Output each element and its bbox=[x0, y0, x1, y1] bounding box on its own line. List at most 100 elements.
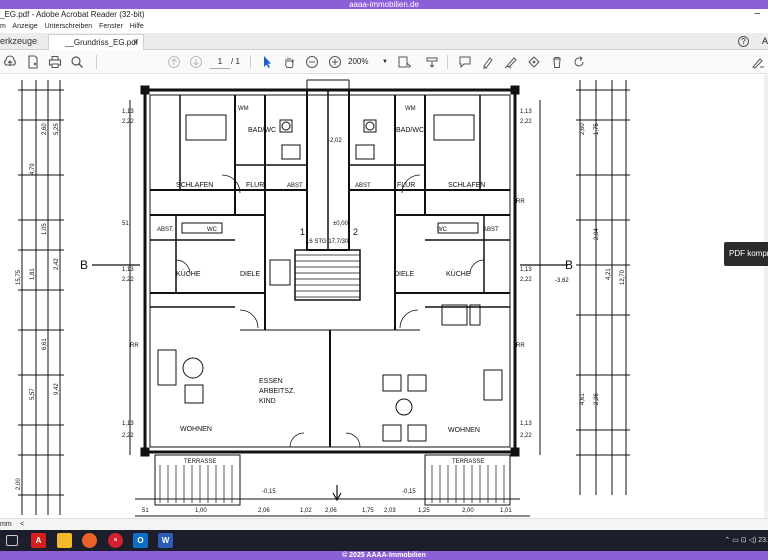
zoom-out-icon[interactable] bbox=[305, 55, 319, 69]
window-title: _EG.pdf - Adobe Acrobat Reader (32-bit) bbox=[0, 10, 145, 19]
dim-left-3: 1,05 bbox=[42, 223, 48, 235]
dim-bottom-7: 1,25 bbox=[418, 508, 430, 514]
task-view-icon[interactable] bbox=[6, 535, 18, 546]
vertical-scrollbar[interactable] bbox=[764, 75, 768, 518]
wall-mark-right-0: 1,13 bbox=[520, 109, 532, 115]
top-banner: aaaa-immobilien.de bbox=[0, 0, 768, 9]
zoom-in-icon[interactable] bbox=[328, 55, 342, 69]
page-number-input[interactable]: 1 bbox=[210, 55, 230, 69]
menu-item-anzeige[interactable]: Anzeige bbox=[12, 23, 38, 30]
highlight-icon[interactable] bbox=[481, 55, 495, 69]
pdf-compress-tooltip[interactable]: PDF kompri bbox=[724, 242, 768, 266]
room-label-diele-right: DIELE bbox=[394, 271, 415, 278]
stamp-icon[interactable] bbox=[527, 55, 541, 69]
dim-left-10: 2,00 bbox=[16, 478, 22, 490]
help-icon[interactable]: ? bbox=[738, 36, 749, 47]
scroll-left-icon[interactable]: < bbox=[20, 521, 25, 528]
dim-bottom-9: 1,01 bbox=[500, 508, 512, 514]
comment-icon[interactable] bbox=[458, 55, 472, 69]
menu-bar: m Anzeige Unterschreiben Fenster Hilfe bbox=[0, 21, 768, 33]
dim-right-3: 4,21 bbox=[606, 268, 612, 280]
upload-icon[interactable] bbox=[3, 55, 17, 69]
dim-left-1: 5,25 bbox=[54, 123, 60, 135]
rotate-icon[interactable] bbox=[572, 55, 586, 69]
room-label-abst-left-top: ABST bbox=[287, 183, 303, 189]
draw-icon[interactable] bbox=[504, 55, 518, 69]
menu-item-unterschreiben[interactable]: Unterschreiben bbox=[44, 23, 93, 30]
level-mark-bottom-right: -0,15 bbox=[402, 489, 416, 495]
fit-page-icon[interactable] bbox=[397, 55, 411, 69]
wall-mark-left-0: 1,13 bbox=[122, 109, 134, 115]
delete-icon[interactable] bbox=[550, 55, 564, 69]
page-down-icon[interactable] bbox=[189, 55, 203, 69]
dim-bottom-1: 1,00 bbox=[195, 508, 207, 514]
firefox-icon[interactable] bbox=[82, 533, 97, 548]
minimize-button[interactable]: – bbox=[754, 8, 760, 19]
room-label-kueche-left: KÜCHE bbox=[176, 270, 201, 278]
word-icon[interactable]: W bbox=[158, 533, 173, 548]
create-pdf-icon[interactable] bbox=[26, 55, 40, 69]
wall-mark-left-1: 2,22 bbox=[122, 119, 134, 125]
scroll-mode-icon[interactable] bbox=[425, 55, 439, 69]
tray-clock: 23. bbox=[758, 537, 768, 544]
horizontal-scrollbar[interactable]: mm < bbox=[0, 518, 768, 530]
room-label-abst-right-mid: ABST bbox=[483, 227, 499, 233]
bottom-banner-text: © 2025 AAAA-Immobilien bbox=[342, 552, 426, 559]
menu-item-fenster[interactable]: Fenster bbox=[99, 23, 123, 30]
search-icon[interactable] bbox=[70, 55, 84, 69]
hand-icon[interactable] bbox=[282, 55, 296, 69]
tab-tools[interactable]: erkzeuge bbox=[0, 36, 38, 46]
wall-mark-left-2: 1,13 bbox=[122, 267, 134, 273]
window-titlebar: _EG.pdf - Adobe Acrobat Reader (32-bit) … bbox=[0, 8, 768, 21]
wall-mark-left-4: 1,13 bbox=[122, 421, 134, 427]
file-explorer-icon[interactable] bbox=[57, 533, 72, 548]
room-label-terrasse-right: TERRASSE bbox=[452, 459, 484, 465]
dim-left-4: 2,42 bbox=[54, 258, 60, 270]
room-label-bad-wc-right: BAD/WC bbox=[396, 127, 424, 134]
room-label-schlafen-right: SCHLAFEN bbox=[448, 182, 485, 189]
outlook-icon[interactable]: O bbox=[133, 533, 148, 548]
dim-right-4: 12,70 bbox=[620, 269, 626, 285]
dim-bottom-3: 1,02 bbox=[300, 508, 312, 514]
room-label-abst-left-mid: ABST. bbox=[157, 227, 174, 233]
account-icon[interactable]: A bbox=[761, 36, 768, 46]
room-label-schlafen-left: SCHLAFEN bbox=[176, 182, 213, 189]
tab-document[interactable]: __Grundriss_EG.pdf × bbox=[48, 34, 144, 50]
main-toolbar: 1 / 1 200% ▼ bbox=[0, 50, 768, 74]
wall-mark-left-3: 2,22 bbox=[122, 277, 134, 283]
stair-number-left: 1 bbox=[300, 227, 305, 237]
print-icon[interactable] bbox=[48, 55, 62, 69]
select-cursor-icon[interactable] bbox=[260, 55, 274, 69]
sign-icon[interactable] bbox=[751, 55, 765, 69]
tray-icons[interactable]: ⌃ ▭ ⊡ ◁) bbox=[724, 537, 757, 544]
dim-left-0: 2,60 bbox=[42, 123, 48, 135]
dim-right-1: 1,75 bbox=[594, 123, 600, 135]
room-label-bad-wc-left: BAD/WC bbox=[248, 127, 276, 134]
stair-label: 16 STG 17,7/30 bbox=[306, 239, 349, 245]
zoom-select[interactable]: 200% ▼ bbox=[348, 55, 388, 69]
room-label-wohnen-left: WOHNEN bbox=[180, 426, 212, 433]
wall-mark-left-6: 51 bbox=[122, 221, 129, 227]
acrobat-icon[interactable]: A bbox=[31, 533, 46, 548]
room-label-wc-left: WC bbox=[207, 227, 218, 233]
top-banner-text: aaaa-immobilien.de bbox=[349, 0, 419, 9]
menu-item-m[interactable]: m bbox=[0, 23, 6, 30]
tab-close-icon[interactable]: × bbox=[133, 38, 138, 47]
menu-item-hilfe[interactable]: Hilfe bbox=[129, 23, 144, 30]
dim-right-6: 2,26 bbox=[594, 393, 600, 405]
dim-bottom-5: 1,75 bbox=[362, 508, 374, 514]
avira-icon[interactable]: a bbox=[108, 533, 123, 548]
tab-bar: erkzeuge __Grundriss_EG.pdf × ? A bbox=[0, 33, 768, 50]
page-up-icon[interactable] bbox=[167, 55, 181, 69]
zoom-value: 200% bbox=[348, 57, 369, 66]
dim-bottom-8: 2,00 bbox=[462, 508, 474, 514]
room-label-wm-left: WM bbox=[238, 106, 249, 112]
room-label-wohnen-right: WOHNEN bbox=[448, 427, 480, 434]
system-tray: ⌃ ▭ ⊡ ◁) 23. bbox=[724, 530, 768, 551]
level-mark-right: -3,62 bbox=[555, 278, 569, 284]
document-viewport[interactable]: BAD/WC BAD/WC WM WM SCHLAFEN SCHLAFEN FL… bbox=[0, 75, 768, 518]
level-mark-bottom-left: -0,15 bbox=[262, 489, 276, 495]
windows-taskbar: A a O W ⌃ ▭ ⊡ ◁) 23. bbox=[0, 530, 768, 551]
level-mark-mid: ±0,00 bbox=[333, 221, 349, 227]
room-label-kind: KIND bbox=[259, 398, 276, 405]
